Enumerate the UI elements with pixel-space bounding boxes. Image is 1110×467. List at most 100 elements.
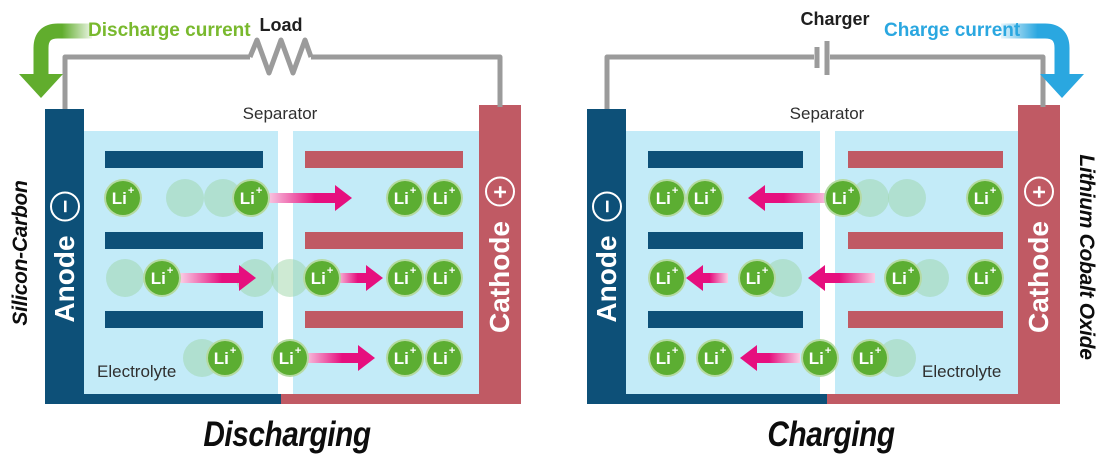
- li-ion-symbol: Li: [858, 348, 874, 368]
- li-ion: Li+: [824, 179, 862, 217]
- cathode-layer: [305, 232, 463, 249]
- li-ion-symbol: Li: [310, 268, 326, 288]
- left-circuit-wire-b: [311, 54, 503, 107]
- charger-label: Charger: [800, 9, 870, 29]
- anode-label: Anode: [590, 234, 622, 323]
- right-circuit-wire-a: [604, 54, 814, 109]
- discharge-current-arrow-icon: [19, 23, 92, 98]
- arrow-shaft: [266, 193, 336, 203]
- li-ion-trail: [166, 179, 204, 217]
- arrow-head-icon: [358, 345, 375, 371]
- li-ion-charge: +: [824, 345, 832, 357]
- li-ion-symbol: Li: [831, 188, 847, 208]
- anode-layer: [648, 151, 803, 168]
- cathode-inner: Cathode+: [1023, 105, 1054, 404]
- arrow-shaft: [336, 273, 367, 283]
- li-ion-symbol: Li: [150, 268, 166, 288]
- cathode-electrode: Cathode+: [1018, 105, 1060, 404]
- li-ion: Li+: [425, 179, 463, 217]
- arrow-shaft: [702, 273, 728, 283]
- li-ion: Li+: [648, 179, 686, 217]
- li-ion-charge: +: [326, 265, 334, 277]
- li-ion-symbol: Li: [278, 348, 294, 368]
- li-ion-charge: +: [409, 345, 417, 357]
- li-ion: Li+: [738, 259, 776, 297]
- container-bottom-cathode-side: [827, 394, 1018, 404]
- li-ion: Li+: [801, 339, 839, 377]
- li-ion-symbol: Li: [239, 188, 255, 208]
- container-bottom-anode-side: [84, 394, 281, 404]
- cathode-layer: [848, 311, 1003, 328]
- load-resistor-icon: [247, 37, 314, 76]
- cathode-inner: Cathode +: [484, 105, 515, 404]
- ion-flow-arrow: [180, 265, 256, 291]
- cathode-layer: [305, 311, 463, 328]
- li-ion: Li+: [386, 339, 424, 377]
- anode-layer: [105, 232, 263, 249]
- li-ion-charge: +: [671, 185, 679, 197]
- li-ion: Li+: [648, 259, 686, 297]
- right-circuit-wire-b: [830, 54, 1046, 107]
- li-ion: Li+: [271, 339, 309, 377]
- li-ion-symbol: Li: [745, 268, 761, 288]
- charge-current-label: Charge current: [884, 20, 1021, 41]
- li-ion-charge: +: [166, 265, 174, 277]
- ion-flow-arrow: [808, 265, 875, 291]
- arrow-shaft: [303, 353, 359, 363]
- left-circuit-wire-a: [62, 54, 250, 109]
- li-ion: Li+: [686, 179, 724, 217]
- plus-icon: +: [485, 176, 515, 207]
- separator-label-left: Separator: [242, 104, 318, 123]
- li-ion-symbol: Li: [655, 188, 671, 208]
- separator-label-right: Separator: [789, 104, 865, 123]
- li-ion-charge: +: [719, 345, 727, 357]
- li-ion-symbol: Li: [432, 348, 448, 368]
- ion-flow-arrow: [740, 345, 800, 371]
- li-ion-symbol: Li: [973, 268, 989, 288]
- discharging-caption: Discharging: [203, 415, 371, 454]
- arrow-head-icon: [748, 185, 765, 211]
- li-ion-symbol: Li: [111, 188, 127, 208]
- li-ion: Li+: [206, 339, 244, 377]
- li-ion: Li+: [648, 339, 686, 377]
- ion-flow-arrow: [266, 185, 352, 211]
- cathode-layer: [848, 151, 1003, 168]
- li-ion: Li+: [386, 179, 424, 217]
- li-ion-charge: +: [255, 185, 263, 197]
- arrow-shaft: [756, 353, 800, 363]
- cathode-label: Cathode: [484, 220, 515, 333]
- li-ion: Li+: [232, 179, 270, 217]
- load-label: Load: [259, 15, 303, 35]
- minus-icon: −: [591, 190, 622, 221]
- discharge-current-label: Discharge current: [88, 20, 251, 41]
- li-ion-trail: [271, 259, 309, 297]
- arrow-shaft: [764, 193, 830, 203]
- arrow-head-icon: [239, 265, 256, 291]
- li-ion-symbol: Li: [432, 268, 448, 288]
- ion-flow-arrow: [686, 265, 728, 291]
- li-ion-charge: +: [671, 265, 679, 277]
- ion-flow-arrow: [748, 185, 830, 211]
- li-ion-charge: +: [709, 185, 717, 197]
- li-ion-charge: +: [847, 185, 855, 197]
- plus-icon: +: [1024, 176, 1054, 207]
- cathode-layer: [305, 151, 463, 168]
- li-ion-symbol: Li: [393, 188, 409, 208]
- li-ion-charge: +: [671, 345, 679, 357]
- li-ion: Li+: [696, 339, 734, 377]
- minus-icon: −: [49, 190, 80, 221]
- li-ion-charge: +: [874, 345, 882, 357]
- li-ion: Li+: [851, 339, 889, 377]
- li-ion-symbol: Li: [808, 348, 824, 368]
- anode-label: Anode: [48, 234, 80, 323]
- li-ion-charge: +: [229, 345, 237, 357]
- anode-electrode: Anode −: [45, 109, 84, 404]
- cathode-layer: [848, 232, 1003, 249]
- ion-flow-arrow: [303, 345, 375, 371]
- li-ion-charge: +: [989, 265, 997, 277]
- container-bottom-anode-side: [626, 394, 827, 404]
- li-ion-symbol: Li: [393, 268, 409, 288]
- li-ion-symbol: Li: [703, 348, 719, 368]
